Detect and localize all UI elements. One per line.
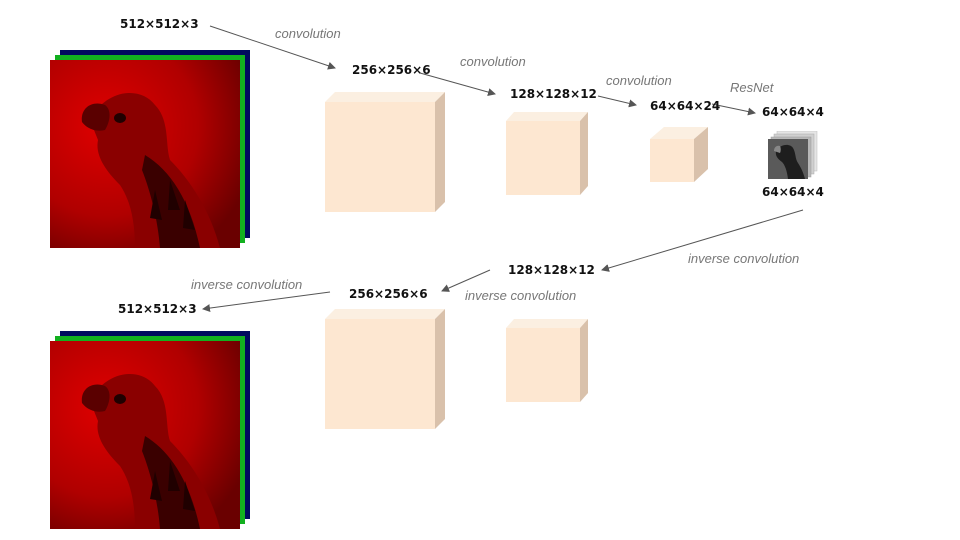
inv2-label: inverse convolution	[465, 288, 577, 303]
enc2-dim-label: 128×128×12	[510, 87, 597, 101]
resnet-label: ResNet	[730, 80, 774, 95]
output-dim-label: 512×512×3	[118, 302, 197, 316]
conv3-label: convolution	[606, 73, 672, 88]
res-in-dim-label: 64×64×4	[762, 105, 824, 119]
arrow-resnet	[711, 103, 756, 116]
enc3-dim-label: 64×64×24	[650, 99, 721, 113]
inv3-label: inverse convolution	[191, 277, 303, 292]
decoder-cube-256	[325, 309, 445, 435]
inv1-label: inverse convolution	[688, 251, 800, 266]
arrow-conv3	[597, 95, 637, 108]
feature-cube-128	[506, 112, 588, 200]
arrow-conv2	[419, 72, 496, 96]
grayscale-feature-stack	[768, 130, 818, 183]
dec2-dim-label: 256×256×6	[349, 287, 428, 301]
input-dim-label: 512×512×3	[120, 17, 199, 31]
conv2-label: convolution	[460, 54, 526, 69]
arrow-inv2	[441, 269, 491, 292]
arrow-inv1	[601, 209, 804, 272]
feature-cube-256	[325, 92, 445, 218]
decoder-cube-128	[506, 319, 588, 407]
dec1-dim-label: 128×128×12	[508, 263, 595, 277]
res-out-dim-label: 64×64×4	[762, 185, 824, 199]
parrot-image-icon	[50, 60, 240, 248]
enc1-dim-label: 256×256×6	[352, 63, 431, 77]
conv1-label: convolution	[275, 26, 341, 41]
arrow-conv1	[209, 25, 336, 70]
feature-cube-64	[650, 127, 708, 187]
parrot-image-icon	[50, 341, 240, 529]
arrow-inv3	[202, 291, 331, 313]
